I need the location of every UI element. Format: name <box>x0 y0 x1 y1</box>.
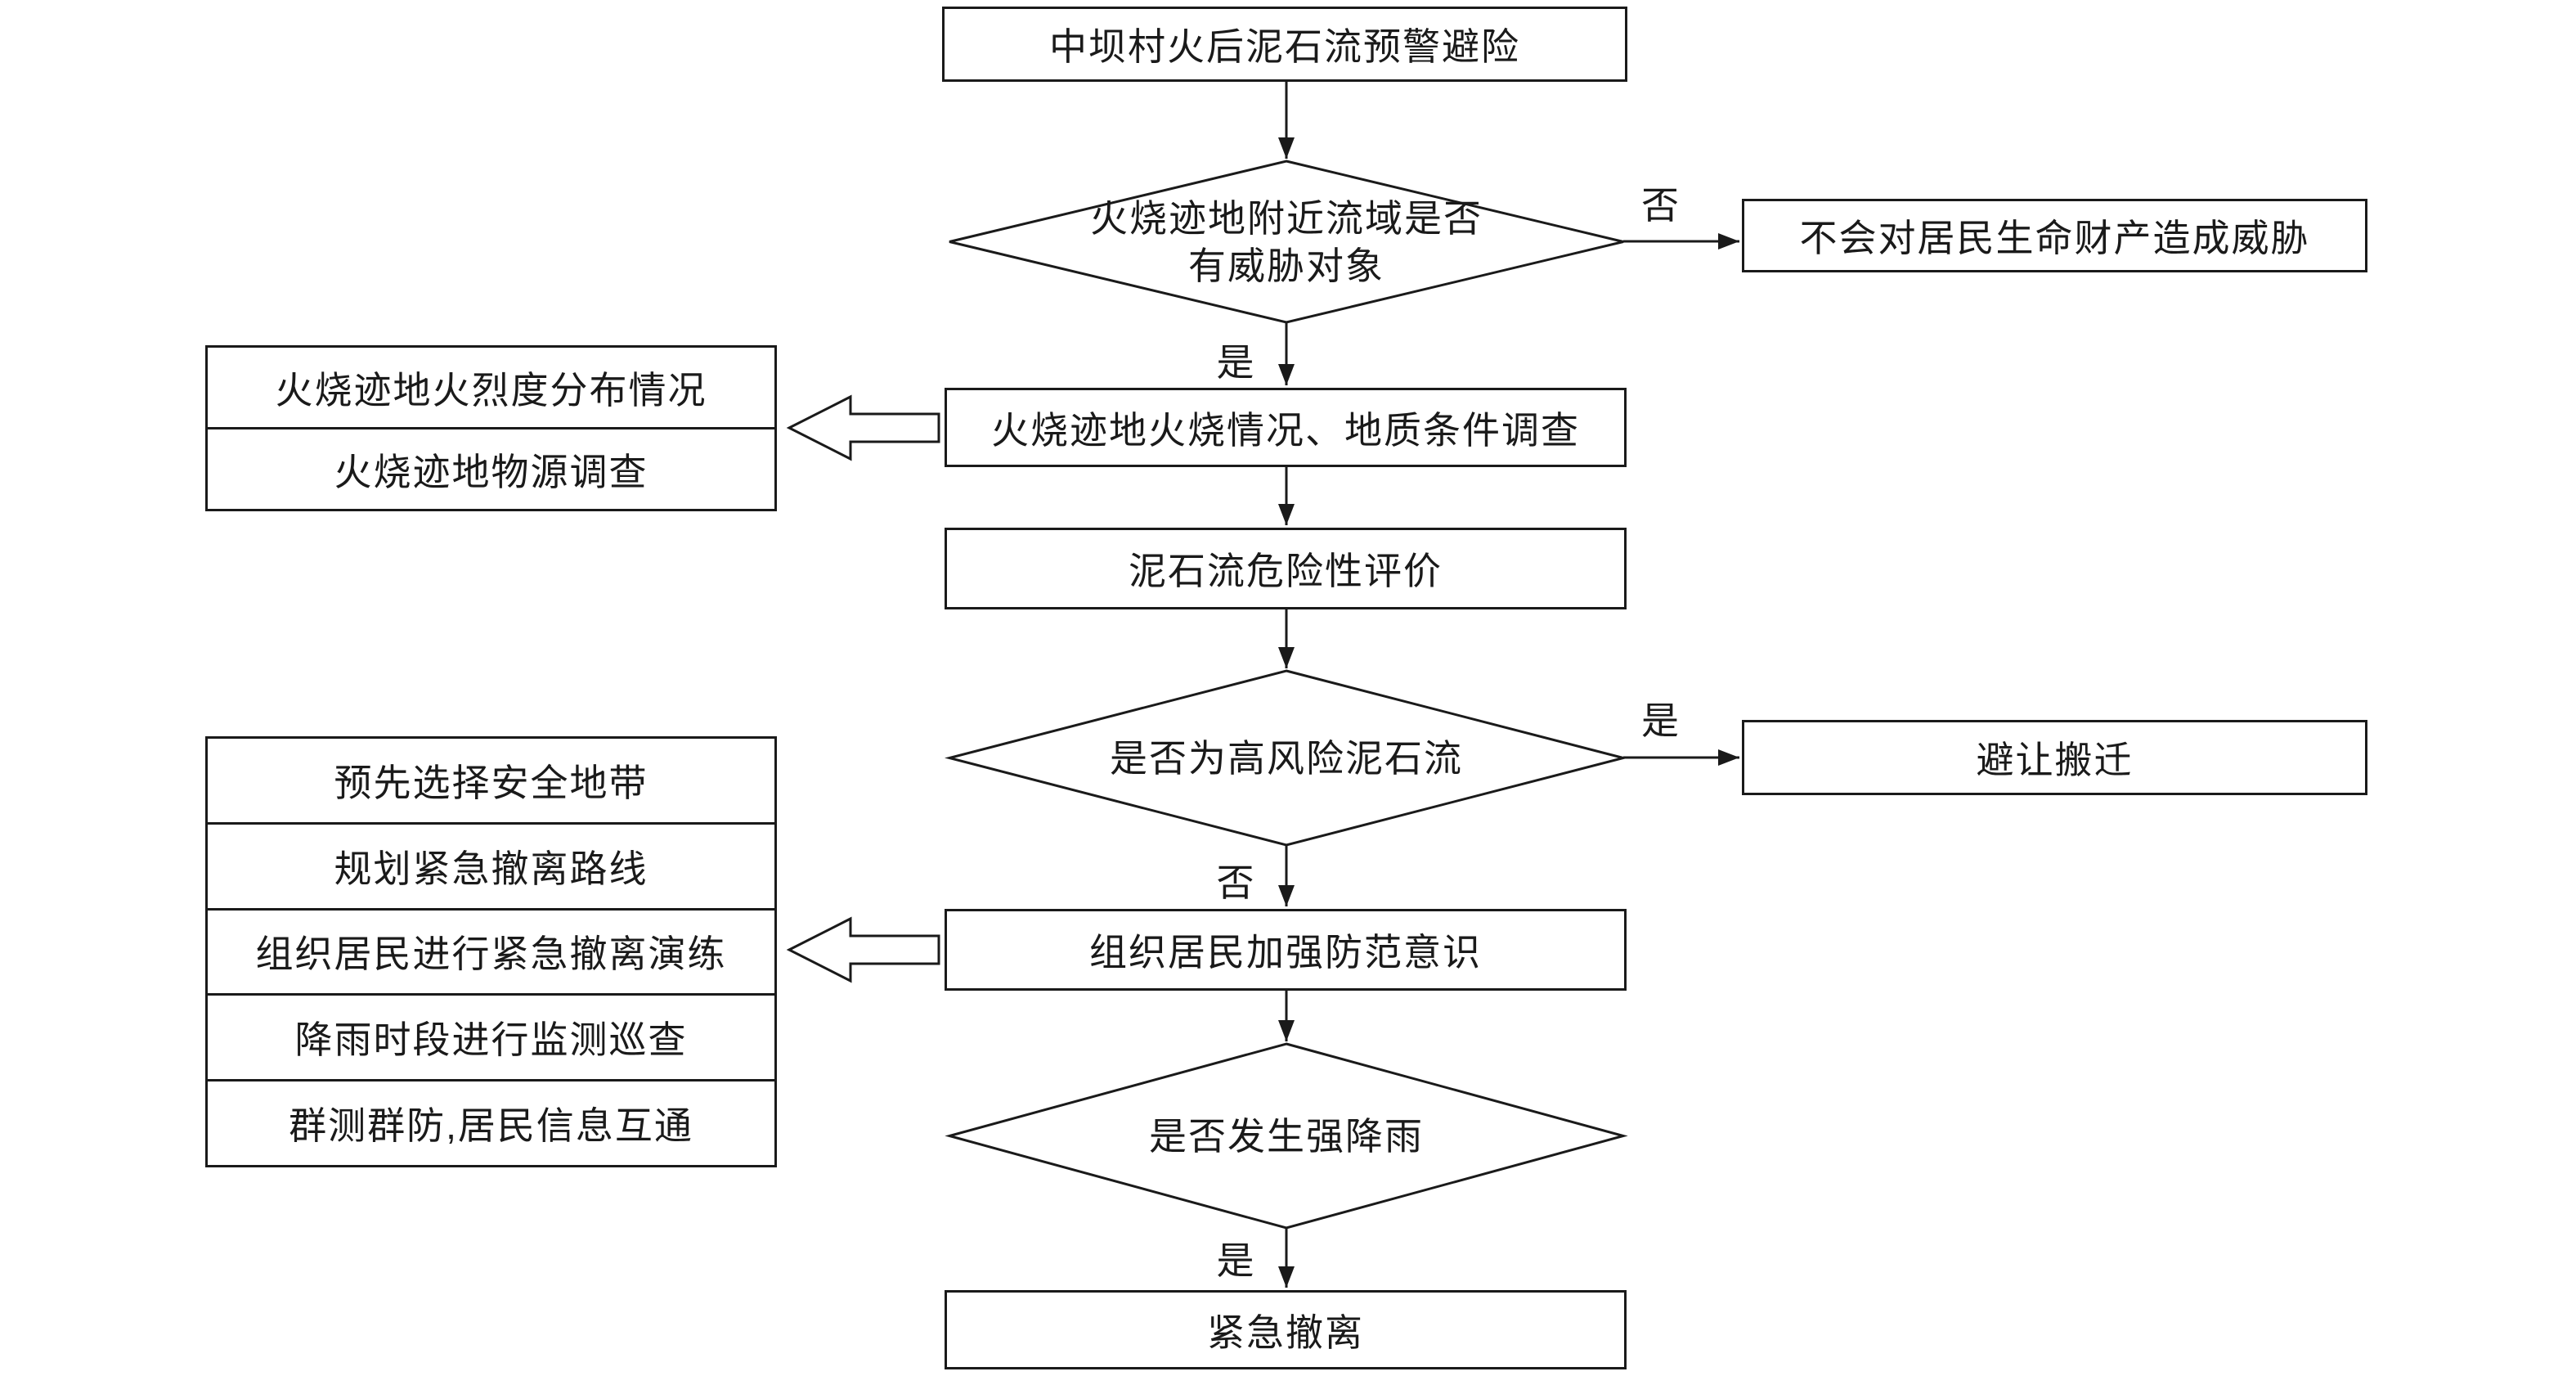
list-item: 规划紧急撤离路线 <box>208 821 774 908</box>
edge-label-yes-2: 是 <box>1641 699 1679 742</box>
edge-label-yes-3: 是 <box>1216 1239 1254 1282</box>
survey-detail-list: 火烧迹地火烈度分布情况 火烧迹地物源调查 <box>205 345 777 511</box>
decision-threat-line2: 有威胁对象 <box>1188 245 1384 287</box>
list-item: 火烧迹地火烈度分布情况 <box>275 368 707 411</box>
decision-threat-line1: 火烧迹地附近流域是否 <box>1090 197 1483 240</box>
hazard-assessment-node: 泥石流危险性评价 <box>945 528 1627 609</box>
evacuation-node: 紧急撤离 <box>945 1290 1627 1369</box>
edge-label-no-2: 否 <box>1216 861 1254 904</box>
decision-risk-diamond <box>945 669 1628 847</box>
start-node: 中坝村火后泥石流预警避险 <box>942 7 1627 82</box>
list-item: 火烧迹地物源调查 <box>208 427 774 509</box>
awareness-node: 组织居民加强防范意识 <box>945 909 1627 991</box>
decision-threat-text: 火烧迹地附近流域是否 有威胁对象 <box>1090 195 1483 290</box>
decision-rain-label: 是否发生强降雨 <box>1149 1115 1424 1158</box>
edge-label-no-1: 否 <box>1641 184 1679 227</box>
list-item: 组织居民进行紧急撤离演练 <box>208 907 774 994</box>
block-left-arrow-survey-icon <box>786 394 940 461</box>
preparedness-list: 预先选择安全地带 规划紧急撤离路线 组织居民进行紧急撤离演练 降雨时段进行监测巡… <box>205 736 777 1167</box>
decision-risk-label: 是否为高风险泥石流 <box>1110 737 1463 780</box>
block-left-arrow-preparedness-icon <box>786 916 940 983</box>
list-item: 预先选择安全地带 <box>334 761 648 804</box>
survey-node: 火烧迹地火烧情况、地质条件调查 <box>945 388 1627 467</box>
decision-rain-diamond <box>945 1042 1628 1230</box>
decision-threat-diamond <box>949 160 1624 324</box>
list-item: 群测群防,居民信息互通 <box>208 1079 774 1165</box>
relocation-node: 避让搬迁 <box>1742 720 2367 795</box>
decision-threat-label: 火烧迹地附近流域是否 有威胁对象 <box>1025 195 1548 290</box>
edge-label-yes-1: 是 <box>1216 341 1254 384</box>
no-threat-node: 不会对居民生命财产造成威胁 <box>1742 199 2367 272</box>
list-item: 降雨时段进行监测巡查 <box>208 993 774 1079</box>
